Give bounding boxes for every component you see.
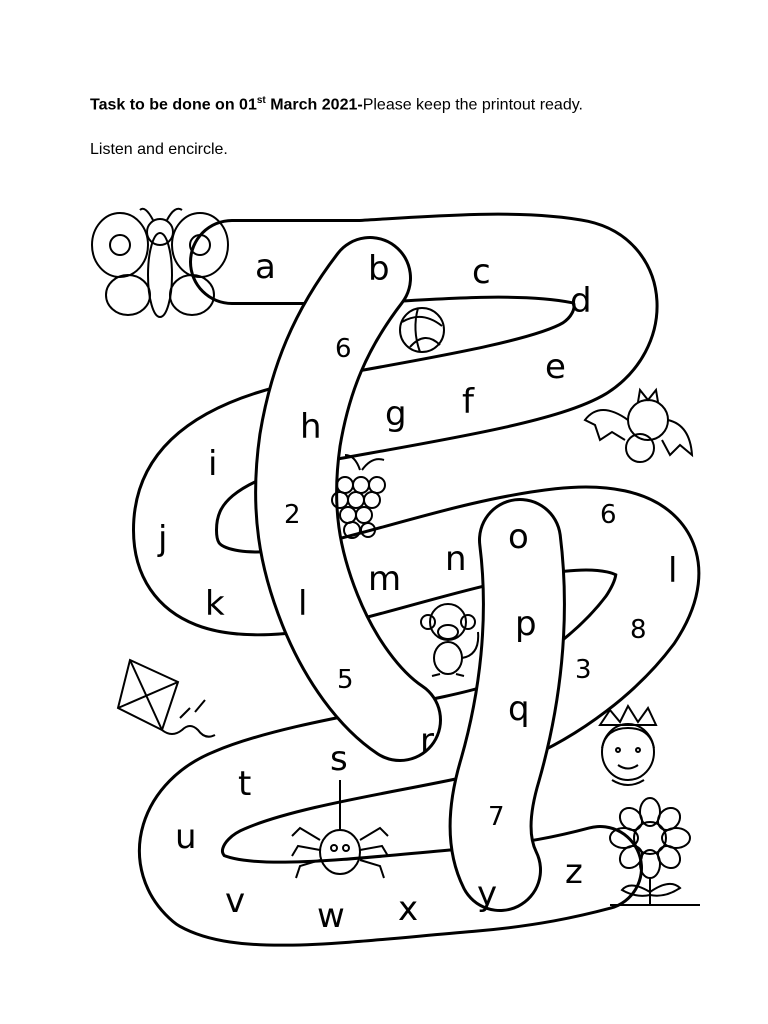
butterfly-icon — [91, 207, 229, 318]
maze-letter-i: i — [208, 444, 217, 484]
maze-letter-o: o — [508, 517, 529, 557]
maze-number-2: 2 — [284, 500, 301, 530]
maze-letter-e: e — [545, 347, 566, 387]
ball-icon — [399, 307, 445, 353]
maze-letter-group: a b c d e f g h i j k l m n o p q r s t … — [157, 247, 592, 936]
maze-letter-u: u — [175, 817, 197, 857]
bat-icon — [583, 387, 694, 463]
monkey-icon — [420, 603, 480, 677]
kite-icon — [116, 658, 216, 738]
maze-letter-p: p — [515, 604, 537, 644]
maze-letter-h: h — [300, 407, 322, 447]
heading-bold-prefix: Task to be done on 01 — [90, 96, 257, 114]
maze-letter-s: s — [330, 739, 348, 779]
queen-icon — [598, 703, 658, 786]
maze-letter-n: n — [445, 539, 467, 579]
maze-letter-j: j — [157, 519, 167, 559]
maze-letter-r: r — [420, 721, 434, 761]
maze-letter-t: t — [238, 764, 251, 804]
maze-letter-q: q — [508, 689, 530, 729]
heading-normal-text: Please keep the printout ready. — [362, 96, 583, 114]
maze-letter-l: l — [298, 584, 307, 624]
maze-letter-d: d — [570, 281, 592, 321]
maze-letter-l-right: l — [668, 551, 677, 591]
maze-road — [132, 212, 701, 947]
maze-letter-m: m — [368, 559, 401, 599]
maze-letter-z: z — [565, 852, 583, 892]
spider-icon — [291, 780, 389, 879]
maze-letter-x: x — [398, 889, 418, 929]
flower-icon — [609, 797, 700, 906]
maze-letter-a: a — [255, 247, 276, 287]
maze-number-6-right: 6 — [600, 500, 617, 530]
maze-number-group: 6 2 6 8 3 5 7 — [284, 334, 647, 832]
maze-letter-v: v — [225, 881, 245, 921]
heading-superscript: st — [256, 95, 266, 106]
maze-number-6-top: 6 — [335, 334, 352, 364]
maze-letter-y: y — [477, 874, 497, 914]
maze-letter-k: k — [205, 584, 225, 624]
instruction-text: Listen and encircle. — [90, 141, 228, 158]
maze-letter-f: f — [462, 382, 475, 422]
maze-letter-g: g — [385, 394, 407, 434]
maze-letter-b: b — [368, 249, 390, 289]
maze-number-5: 5 — [337, 665, 354, 695]
maze-number-7: 7 — [488, 802, 505, 832]
maze-number-8: 8 — [630, 615, 647, 645]
maze-letter-c: c — [472, 252, 491, 292]
heading-bold-suffix: March 2021- — [265, 96, 363, 114]
task-heading: Task to be done on 01st March 2021-Pleas… — [90, 95, 583, 114]
grapes-icon — [331, 454, 386, 539]
maze-letter-w: w — [317, 896, 345, 936]
maze-number-3: 3 — [575, 655, 592, 685]
